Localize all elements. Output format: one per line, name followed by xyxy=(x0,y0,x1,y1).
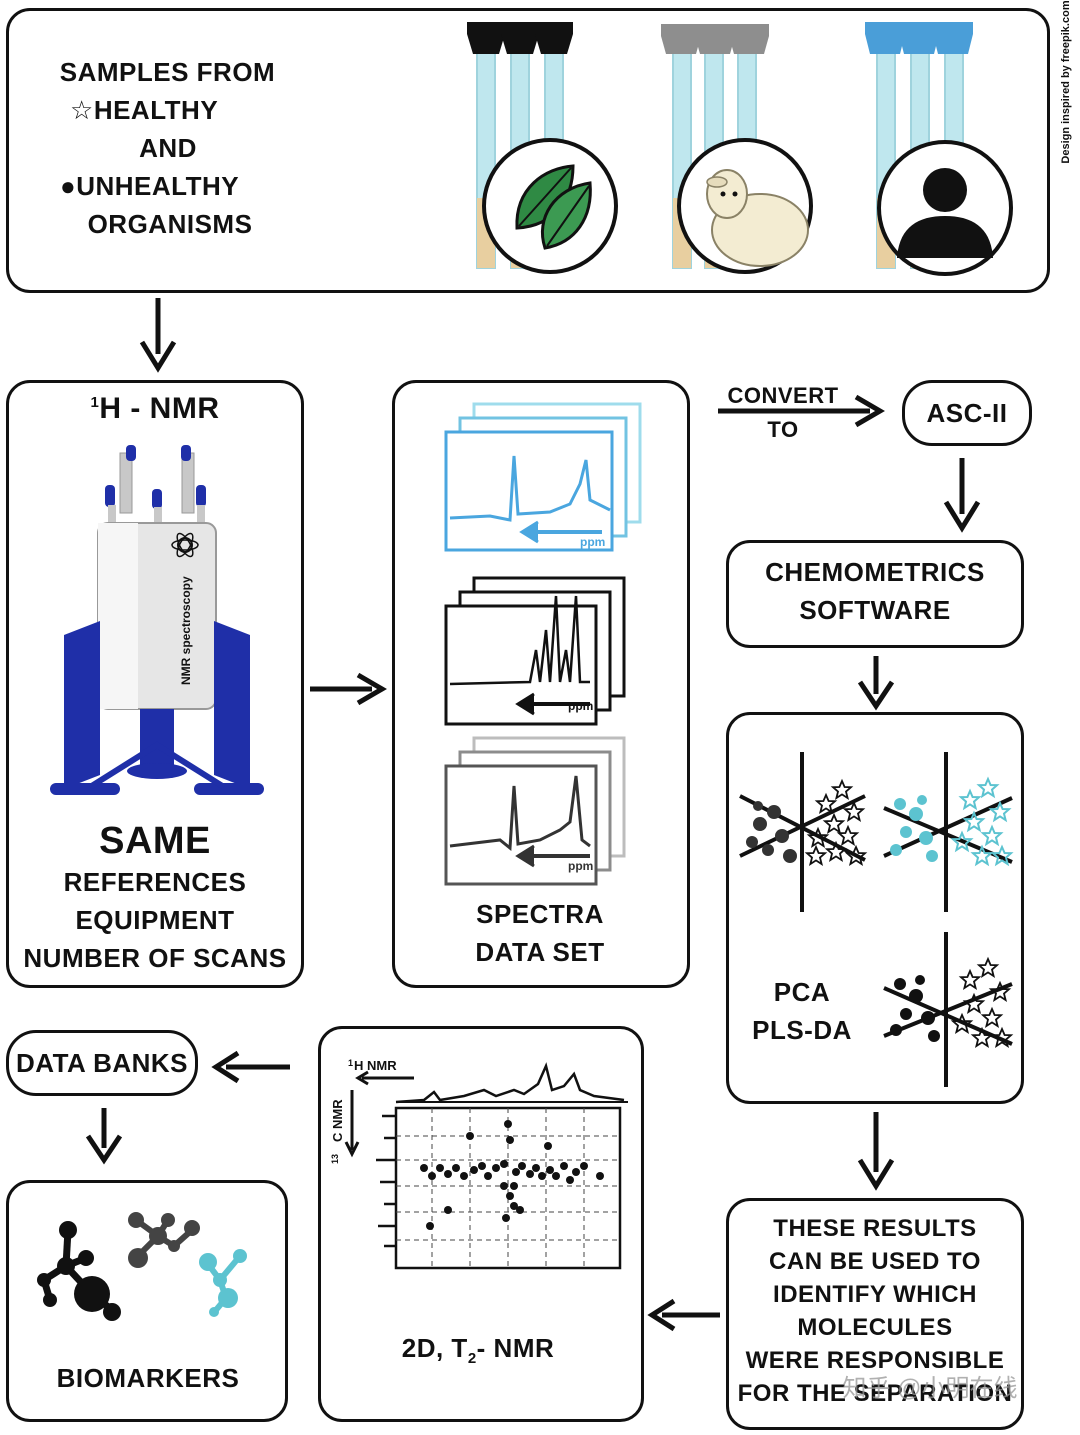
ppm-label-black: ppm xyxy=(568,699,593,713)
samples-organisms: ORGANISMS xyxy=(87,209,253,239)
molecules-illustration xyxy=(37,1212,247,1321)
arrow-samples-to-nmr xyxy=(139,298,177,373)
convert-label-line1: CONVERT xyxy=(727,383,839,408)
arrow-ascii-to-chemo xyxy=(943,458,981,533)
spectrum-stack-blue: ppm xyxy=(444,402,642,552)
results-line4: MOLECULES xyxy=(797,1314,953,1341)
twod-nmr-plot: 1 H NMR C NMR 13 xyxy=(330,1058,628,1270)
samples-and: AND xyxy=(139,133,197,163)
tube-group-plant xyxy=(467,22,618,274)
pca-label: PCA xyxy=(773,977,831,1007)
chemometrics-line1: CHEMOMETRICS xyxy=(765,557,985,587)
arrow-convert-to-ascii xyxy=(718,394,885,428)
pca-plot-cyan xyxy=(883,752,1013,912)
watermark: 知乎 @小明在线 xyxy=(842,1375,1018,1402)
spectra-label-line2: DATA SET xyxy=(475,937,605,967)
credit-text: Design inspired by freepik.com xyxy=(1060,0,1072,164)
arrow-nmr-to-spectra xyxy=(310,672,387,706)
ppm-label-blue: ppm xyxy=(580,535,605,549)
twod-label-main: 2D, T xyxy=(401,1333,468,1363)
molecule-cyan-icon xyxy=(199,1249,247,1317)
samples-healthy-row: ☆HEALTHY xyxy=(70,94,250,127)
twod-label-sub: 2 xyxy=(467,1350,477,1368)
arrow-databanks-to-biomarkers xyxy=(85,1108,123,1165)
tube-group-animal xyxy=(661,24,813,274)
results-line3: IDENTIFY WHICH xyxy=(773,1281,977,1308)
nmr-number-of-scans: NUMBER OF SCANS xyxy=(23,943,287,973)
spectra-label-line1: SPECTRA xyxy=(476,899,604,929)
plsda-label: PLS-DA xyxy=(752,1015,852,1045)
nmr-references: REFERENCES xyxy=(63,867,247,897)
nmr-same: SAME xyxy=(99,820,211,862)
samples-unhealthy-row: ●UNHEALTHY xyxy=(60,170,260,203)
twod-label-end: - NMR xyxy=(476,1333,555,1363)
results-line6: FOR THE SEPARATION xyxy=(737,1380,1013,1407)
tube-group-human xyxy=(865,22,1013,276)
twod-cross-peaks xyxy=(420,1120,604,1230)
arrow-results-to-2d xyxy=(647,1298,720,1332)
dot-icon: ● xyxy=(60,171,77,201)
magnet-label: NMR spectroscopy xyxy=(179,576,193,685)
databanks-label: DATA BANKS xyxy=(15,1047,189,1078)
nmr-equipment: EQUIPMENT xyxy=(75,905,235,935)
ascii-box: ASC-II xyxy=(902,380,1032,446)
nmr-title-sup: 1 xyxy=(90,394,100,411)
pca-plot-black xyxy=(739,752,866,912)
biomarkers-label: BIOMARKERS xyxy=(56,1363,240,1393)
nmr-magnet-illustration: NMR spectroscopy xyxy=(50,445,264,795)
ppm-label-gray: ppm xyxy=(568,859,593,873)
pca-plot-black-2 xyxy=(883,932,1013,1087)
chemometrics-box xyxy=(726,540,1024,648)
nmr-title-text: H - NMR xyxy=(99,392,220,425)
spectrum-stack-black: ppm xyxy=(444,576,626,726)
results-line2: CAN BE USED TO xyxy=(769,1248,981,1275)
spectrum-stack-gray: ppm xyxy=(444,736,626,886)
samples-unhealthy: UNHEALTHY xyxy=(76,171,240,201)
ascii-label: ASC-II xyxy=(926,397,1008,428)
samples-healthy: HEALTHY xyxy=(93,95,219,125)
arrow-chemo-to-pca xyxy=(857,656,895,711)
results-line5: WERE RESPONSIBLE xyxy=(745,1347,1005,1374)
star-icon: ☆ xyxy=(70,95,94,125)
spectra-illustration: ppm ppm ppm xyxy=(444,402,642,886)
pca-box xyxy=(726,712,1024,1104)
results-line1: THESE RESULTS xyxy=(773,1215,977,1242)
nmr-title: 1H - NMR xyxy=(40,390,270,428)
chemometrics-line2: SOFTWARE xyxy=(799,595,951,625)
molecule-gray-icon xyxy=(128,1212,200,1268)
databanks-box: DATA BANKS xyxy=(6,1030,198,1096)
twod-label: 2D, T2- NMR xyxy=(340,1332,616,1369)
c-axis-label: C NMR xyxy=(330,1099,345,1142)
h-axis-sup: 1 xyxy=(348,1058,353,1068)
arrow-2d-to-databanks xyxy=(211,1050,290,1084)
results-box xyxy=(726,1198,1024,1430)
h-axis-label: H NMR xyxy=(354,1058,397,1073)
pca-plots xyxy=(739,752,1013,1087)
c-axis-sup: 13 xyxy=(330,1154,340,1164)
convert-label-line2: TO xyxy=(767,417,799,442)
samples-title: SAMPLES FROM xyxy=(59,57,276,87)
arrow-pca-to-results xyxy=(857,1112,895,1191)
sample-tubes-illustration xyxy=(467,22,1013,276)
molecule-black-icon xyxy=(37,1221,121,1321)
